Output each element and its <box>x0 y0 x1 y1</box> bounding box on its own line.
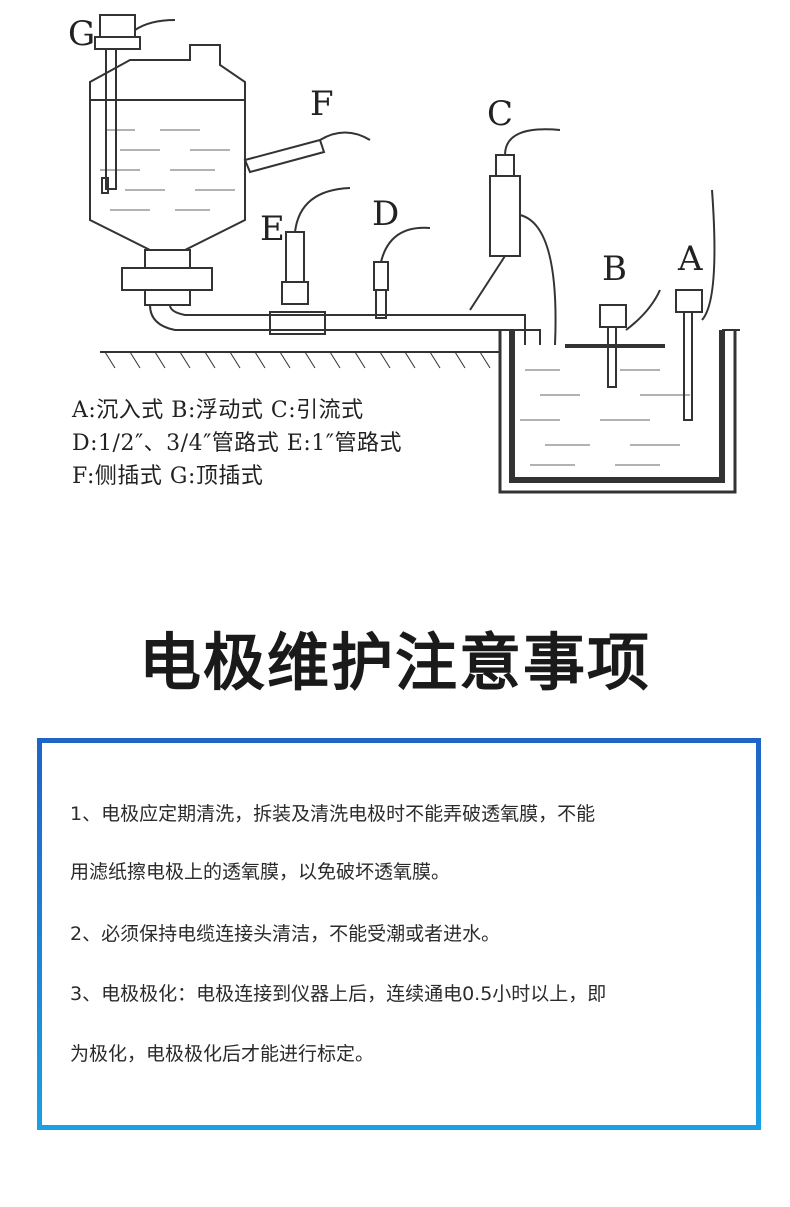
pipe <box>149 304 541 345</box>
note-line-4: 3、电极极化：电极连接到仪器上后，连续通电0.5小时以上，即 <box>70 983 607 1005</box>
electrode-a <box>675 189 716 421</box>
electrode-e <box>281 187 351 305</box>
legend-line-1: A:沉入式 B:浮动式 C:引流式 <box>72 398 364 423</box>
electrode-f <box>243 131 371 174</box>
label-b: B <box>602 249 627 289</box>
electrode-d <box>373 226 431 319</box>
note-line-5: 为极化，电极极化后才能进行标定。 <box>70 1043 375 1065</box>
tank <box>89 44 246 306</box>
legend-line-3: F:侧插式 G:顶插式 <box>72 464 264 489</box>
label-c: C <box>487 94 513 134</box>
note-line-1: 1、电极应定期清洗，拆装及清洗电极时不能弄破透氧膜，不能 <box>70 803 596 825</box>
electrode-g <box>94 14 176 194</box>
open-tank <box>498 329 740 494</box>
label-f: F <box>310 84 334 124</box>
electrode-c <box>469 128 561 346</box>
maintenance-notes-box: 1、电极应定期清洗，拆装及清洗电极时不能弄破透氧膜，不能 用滤纸擦电极上的透氧膜… <box>37 738 761 1130</box>
electrode-b <box>599 289 661 388</box>
label-g: G <box>68 14 95 54</box>
note-line-3: 2、必须保持电缆连接头清洁，不能受潮或者进水。 <box>70 923 501 945</box>
label-a: A <box>677 239 703 279</box>
installation-diagram-svg: G F E D C B A <box>68 14 740 494</box>
label-e: E <box>260 209 285 249</box>
page-title: 电极维护注意事项 <box>138 626 651 699</box>
installation-diagram: G F E D C B A A:沉入式 B:浮动式 C:引流式 D:1/2″、3… <box>0 0 790 520</box>
note-line-2: 用滤纸擦电极上的透氧膜，以免破坏透氧膜。 <box>70 861 451 883</box>
label-d: D <box>372 194 399 234</box>
legend-line-2: D:1/2″、3/4″管路式 E:1″管路式 <box>72 431 402 456</box>
